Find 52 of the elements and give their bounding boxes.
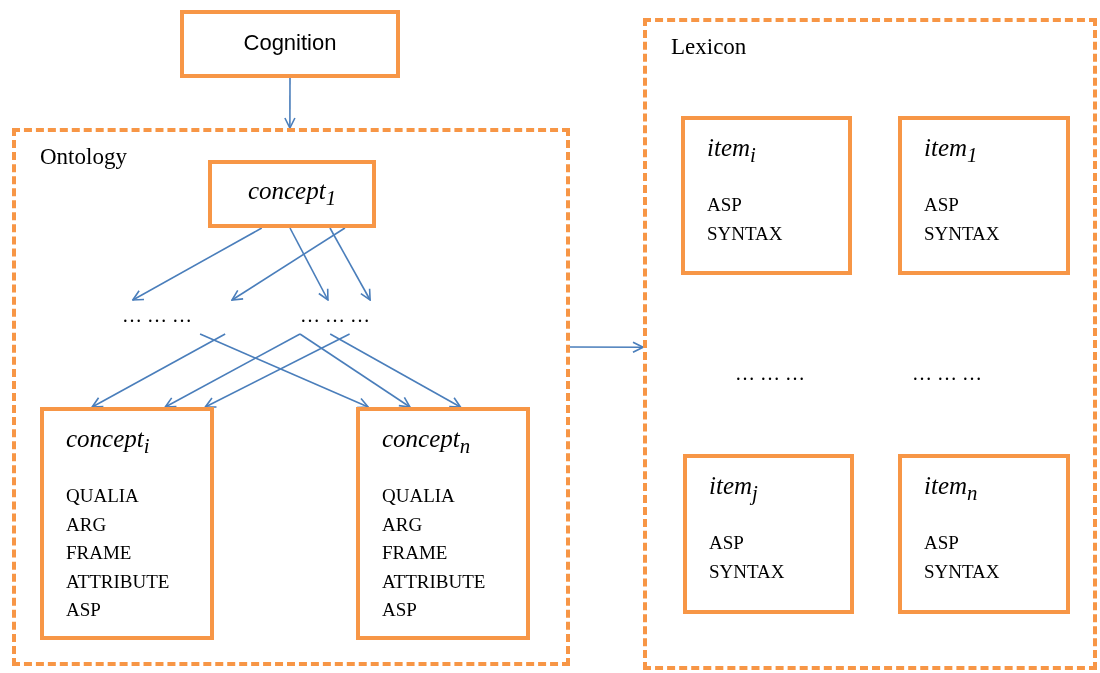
group-title: Ontology	[40, 144, 127, 170]
lexical-item-box	[683, 454, 854, 614]
ellipsis-text: … … …	[735, 362, 805, 385]
ellipsis-text: … … …	[122, 304, 192, 327]
concept-box	[40, 407, 214, 640]
arrow	[91, 333, 226, 408]
attribute-text: QUALIA	[66, 485, 139, 507]
attribute-text: ASP	[924, 532, 959, 554]
arrow	[329, 333, 462, 408]
ellipsis-text: … … …	[300, 304, 370, 327]
group-title: Lexicon	[671, 34, 747, 60]
attribute-text: SYNTAX	[707, 222, 783, 245]
attribute-text: ASP	[924, 194, 959, 216]
concept-box	[356, 407, 530, 640]
attribute-text: ASP	[709, 532, 744, 554]
attribute-text: SYNTAX	[924, 222, 1000, 245]
attribute-text: QUALIA	[382, 485, 455, 507]
attribute-text: ARG	[66, 513, 107, 536]
process-box	[180, 10, 400, 78]
attribute-text: ARG	[382, 513, 423, 536]
node-title: concept$_{n}$	[382, 425, 471, 459]
arrow	[299, 333, 411, 408]
arrow	[329, 227, 371, 301]
attribute-text: FRAME	[66, 542, 132, 564]
attribute-text: SYNTAX	[709, 560, 785, 583]
node-title: item$_{1}$	[924, 134, 978, 168]
lexical-item-box	[681, 116, 852, 275]
attribute-text: ATTRIBUTE	[382, 570, 486, 593]
arrow	[569, 341, 644, 353]
group-frame	[643, 18, 1097, 670]
attribute-text: FRAME	[382, 542, 448, 564]
node-title: item$_{j}$	[709, 472, 758, 506]
arrow	[164, 333, 301, 408]
node-title: item$_{n}$	[924, 472, 978, 506]
arrow	[284, 77, 296, 129]
lexical-item-box	[898, 116, 1070, 275]
group-frame	[12, 128, 570, 666]
concept-box	[208, 160, 376, 228]
node-title: concept$_{1}$	[246, 177, 338, 211]
lexical-item-box	[898, 454, 1070, 614]
node-title: concept$_{i}$	[66, 425, 150, 459]
node-label: Cognition	[242, 30, 338, 56]
arrow	[231, 227, 346, 301]
attribute-text: ATTRIBUTE	[66, 570, 170, 593]
arrow	[289, 227, 329, 301]
node-title: item$_{i}$	[707, 134, 756, 168]
attribute-text: ASP	[66, 599, 101, 621]
arrow	[132, 227, 263, 301]
ellipsis-text: … … …	[912, 362, 982, 385]
attribute-text: ASP	[707, 194, 742, 216]
attribute-text: ASP	[382, 599, 417, 621]
attribute-text: SYNTAX	[924, 560, 1000, 583]
